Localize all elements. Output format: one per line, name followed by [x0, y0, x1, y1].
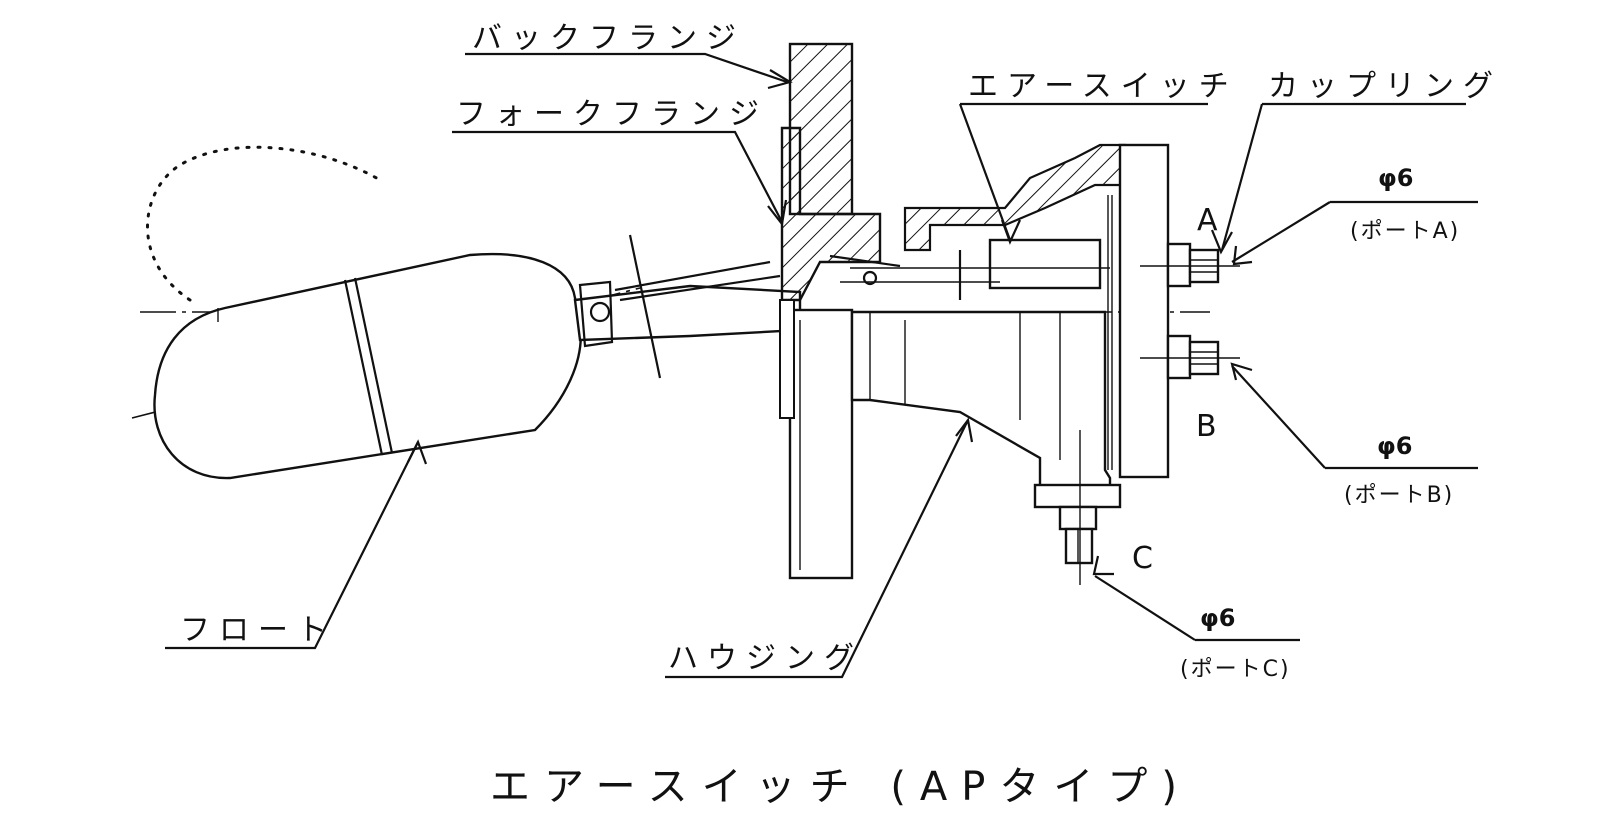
- port-b-name: (ポートB): [1344, 483, 1454, 508]
- fitting-port-b: [1140, 334, 1240, 380]
- float-pivot: [589, 301, 611, 323]
- fork-link: [614, 260, 771, 292]
- fork-flange-ring: [779, 299, 795, 419]
- port-b-letter: B: [1196, 409, 1217, 444]
- leader-lines: [165, 52, 1478, 679]
- arrowheads: [407, 69, 1253, 576]
- air-switch-unit: [988, 238, 1102, 290]
- figure-caption: エアースイッチ (APタイプ): [490, 764, 1191, 810]
- float-band: [353, 277, 394, 454]
- label-fork-flange: フォークフランジ: [456, 97, 768, 132]
- port-a-name: (ポートA): [1350, 219, 1460, 244]
- housing: [850, 310, 1112, 507]
- port-b-diameter: φ6: [1377, 432, 1412, 460]
- fork-clip: [578, 280, 614, 348]
- fitting-port-c: [1058, 430, 1098, 585]
- housing-base: [1033, 483, 1122, 509]
- port-a-letter: A: [1197, 203, 1218, 238]
- port-c-letter: C: [1132, 541, 1153, 576]
- label-coupling: カップリング: [1268, 69, 1502, 104]
- switch-lever-pivot: [862, 270, 878, 286]
- port-c-name: (ポートC): [1180, 657, 1291, 682]
- label-float: フロート: [180, 613, 336, 648]
- fork-link: [619, 274, 781, 302]
- float-band: [343, 279, 384, 456]
- float-swing-arc: [146, 145, 382, 302]
- air-switch-housing-top: [903, 143, 1127, 252]
- port-a-diameter: φ6: [1378, 164, 1413, 192]
- fitting-port-a: [1140, 242, 1240, 288]
- float-body: [153, 252, 582, 480]
- coupling-plate: [1118, 143, 1170, 479]
- label-air-switch: エアースイッチ: [968, 69, 1238, 104]
- port-c-diameter: φ6: [1200, 604, 1235, 632]
- label-back-flange: バックフランジ: [472, 21, 745, 56]
- label-housing: ハウジング: [668, 641, 863, 676]
- fork-pin: [628, 234, 662, 379]
